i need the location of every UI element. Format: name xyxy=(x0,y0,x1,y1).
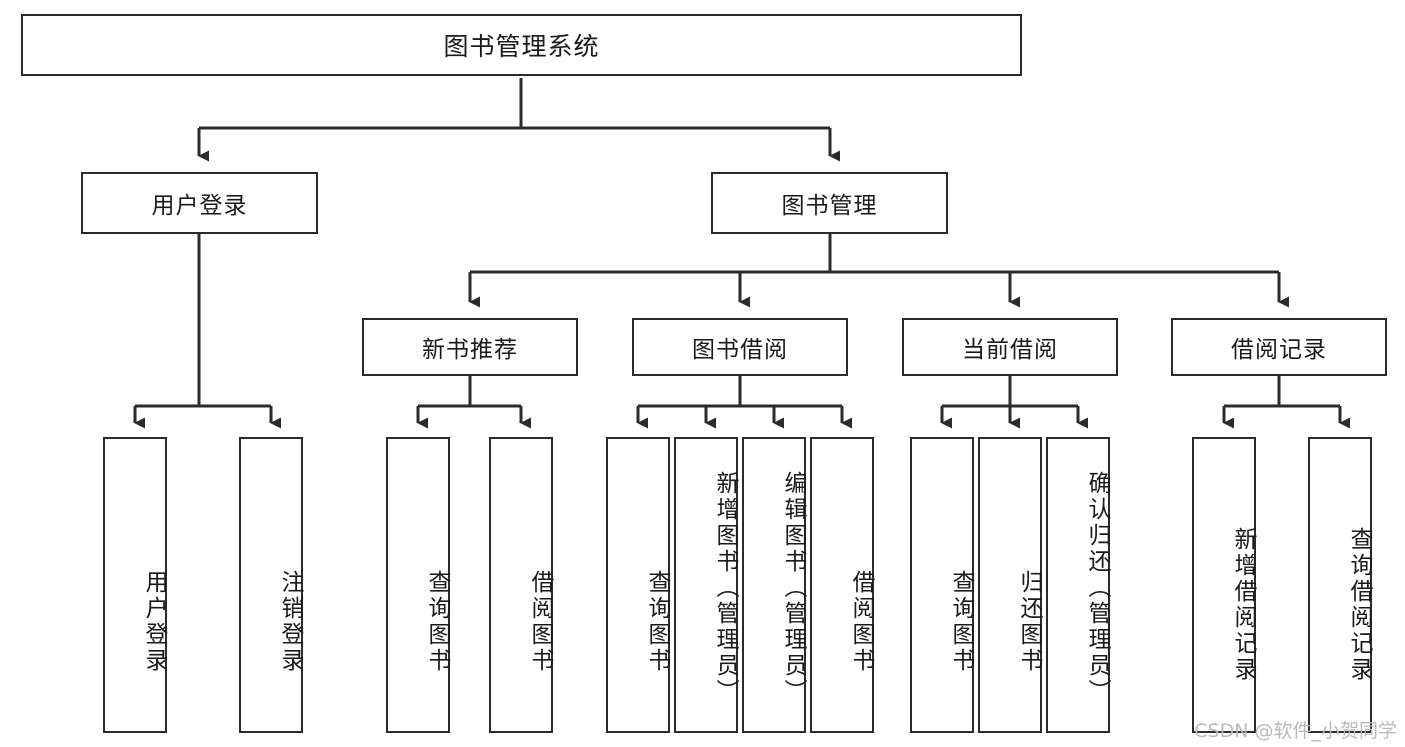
node-book-manage[interactable]: 图书管理 xyxy=(711,172,948,234)
leaf-add-book[interactable]: 新增图书（管理员） xyxy=(674,437,738,733)
node-borrow-record-label: 借阅记录 xyxy=(1231,337,1327,363)
leaf-confirm-return-label: 确认归还（管理员） xyxy=(1084,471,1110,705)
leaf-query-book-3[interactable]: 查询图书 xyxy=(910,437,974,733)
leaf-add-record[interactable]: 新增借阅记录 xyxy=(1192,437,1256,733)
leaf-confirm-return[interactable]: 确认归还（管理员） xyxy=(1046,437,1110,733)
leaf-query-book-2-label: 查询图书 xyxy=(644,570,670,674)
node-borrow-record[interactable]: 借阅记录 xyxy=(1171,318,1387,376)
leaf-query-record-label: 查询借阅记录 xyxy=(1346,527,1372,683)
leaf-return-book[interactable]: 归还图书 xyxy=(978,437,1042,733)
node-book-manage-label: 图书管理 xyxy=(781,193,878,219)
leaf-add-record-label: 新增借阅记录 xyxy=(1230,527,1256,683)
node-new-book-rec-label: 新书推荐 xyxy=(422,337,518,363)
leaf-query-book-2[interactable]: 查询图书 xyxy=(606,437,670,733)
leaf-query-book-3-label: 查询图书 xyxy=(948,570,974,674)
leaf-borrow-book-1-label: 借阅图书 xyxy=(527,570,553,674)
leaf-logout-login[interactable]: 注销登录 xyxy=(239,437,303,733)
node-current-borrow[interactable]: 当前借阅 xyxy=(902,318,1118,376)
node-user-login[interactable]: 用户登录 xyxy=(81,172,318,234)
leaf-query-book-1[interactable]: 查询图书 xyxy=(386,437,450,733)
node-new-book-rec[interactable]: 新书推荐 xyxy=(362,318,578,376)
leaf-borrow-book-2-label: 借阅图书 xyxy=(848,570,874,674)
leaf-borrow-book-1[interactable]: 借阅图书 xyxy=(489,437,553,733)
leaf-edit-book[interactable]: 编辑图书（管理员） xyxy=(742,437,806,733)
leaf-query-record[interactable]: 查询借阅记录 xyxy=(1308,437,1372,733)
leaf-user-login[interactable]: 用户登录 xyxy=(103,437,167,733)
node-root-label: 图书管理系统 xyxy=(443,32,600,61)
node-book-borrow-label: 图书借阅 xyxy=(692,337,788,363)
leaf-add-book-label: 新增图书（管理员） xyxy=(712,471,738,705)
leaf-borrow-book-2[interactable]: 借阅图书 xyxy=(810,437,874,733)
leaf-user-login-label: 用户登录 xyxy=(141,570,167,674)
leaf-query-book-1-label: 查询图书 xyxy=(424,570,450,674)
node-current-borrow-label: 当前借阅 xyxy=(962,337,1058,363)
leaf-logout-login-label: 注销登录 xyxy=(277,570,303,674)
node-book-borrow[interactable]: 图书借阅 xyxy=(632,318,848,376)
node-user-login-label: 用户登录 xyxy=(151,193,248,219)
leaf-return-book-label: 归还图书 xyxy=(1016,570,1042,674)
node-root[interactable]: 图书管理系统 xyxy=(21,14,1022,76)
leaf-edit-book-label: 编辑图书（管理员） xyxy=(780,471,806,705)
